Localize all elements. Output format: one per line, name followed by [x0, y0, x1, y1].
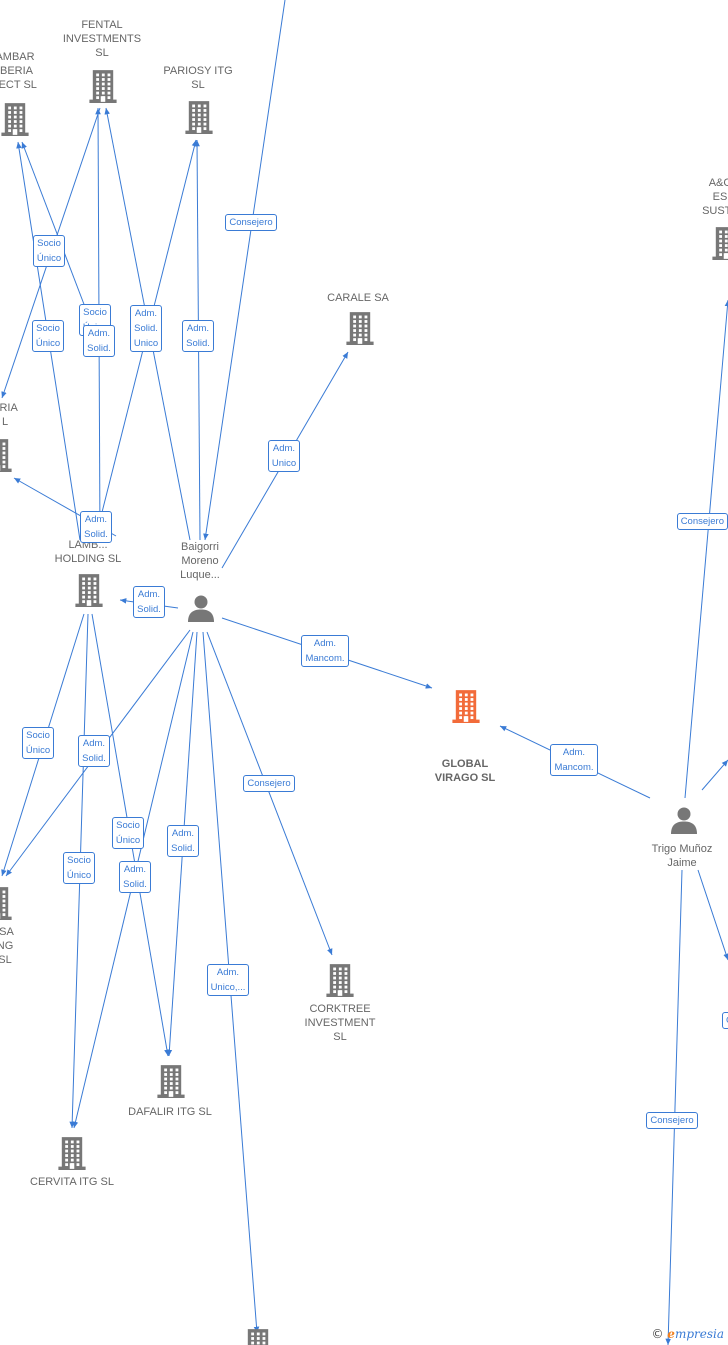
company-node-eria[interactable]: ERIA L [0, 401, 20, 429]
edge-label[interactable]: Adm. Unico [267, 440, 301, 472]
relationship-edge [697, 869, 728, 961]
edge-label[interactable]: Adm. Solid. [83, 325, 115, 357]
edge-label[interactable]: Adm. Solid. [182, 320, 214, 352]
relationship-edge [701, 759, 728, 791]
edge-label[interactable]: Adm. Solid. [167, 825, 199, 857]
company-node-cervita[interactable]: CERVITA ITG SL [12, 1175, 132, 1189]
edge-label[interactable]: Consejero [646, 1111, 698, 1129]
building-icon[interactable] [89, 69, 117, 108]
building-icon[interactable] [1, 102, 29, 141]
company-label: GLOBAL VIRAGO SL [434, 758, 496, 784]
edge-label[interactable]: Socio Único [111, 817, 145, 849]
company-node-pariosy[interactable]: PARIOSY ITG SL [148, 64, 248, 92]
edge-label[interactable]: Consejero [225, 213, 277, 231]
company-label: DAFALIR ITG SL [128, 1106, 212, 1118]
edge-label[interactable]: Adm. Unico,... [206, 964, 250, 996]
relationship-edge [206, 631, 333, 956]
person-icon[interactable] [187, 594, 215, 627]
building-icon[interactable] [452, 689, 480, 728]
company-node-lamb[interactable]: LAMB... HOLDING SL [38, 538, 138, 566]
brand-name: mpresia [674, 1327, 724, 1341]
edge-label[interactable]: Adm. Mancom. [550, 744, 598, 776]
edge-label[interactable]: Consejero [243, 774, 295, 792]
building-icon[interactable] [712, 226, 728, 265]
company-label: CARALE SA [327, 292, 389, 304]
building-icon[interactable] [0, 886, 12, 925]
edge-label[interactable]: Adm. Solid. [80, 511, 112, 543]
edge-label[interactable]: Socio Único [32, 235, 66, 267]
edge-label[interactable]: Adm. Solid. [78, 735, 110, 767]
company-label: A&C ES SUSTA [702, 177, 728, 217]
building-icon[interactable] [75, 573, 103, 612]
edge-label[interactable]: Adm. Solid. [133, 586, 165, 618]
company-label: CERVITA ITG SL [30, 1176, 114, 1188]
company-label: FENTAL INVESTMENTS SL [62, 19, 142, 59]
company-label: LAMB... HOLDING SL [54, 539, 122, 565]
company-label: ERIA L [0, 402, 18, 428]
relationship-edge [665, 869, 683, 1345]
company-node-dafalir[interactable]: DAFALIR ITG SL [110, 1105, 230, 1119]
edge-label[interactable]: Adm. Mancom. [301, 635, 349, 667]
edge-label[interactable]: Socio Único [21, 727, 55, 759]
person-label: Trigo Muñoz Jaime [651, 843, 713, 869]
company-label: ISA NG SL [0, 926, 14, 966]
building-icon[interactable] [185, 100, 213, 139]
edge-label[interactable]: Socio Único [62, 852, 96, 884]
relationship-edge [203, 0, 286, 541]
edge-label[interactable]: Socio Único [31, 320, 65, 352]
person-node-trigo[interactable]: Trigo Muñoz Jaime [637, 842, 727, 870]
company-node-carale[interactable]: CARALE SA [308, 291, 408, 305]
person-node-baigorri[interactable]: Baigorri Moreno Luque... [160, 540, 240, 582]
building-icon[interactable] [346, 311, 374, 350]
company-node-aco[interactable]: A&C ES SUSTA [690, 176, 728, 218]
company-label: CORKTREE INVESTMENT SL [304, 1003, 376, 1043]
building-icon[interactable] [157, 1064, 185, 1103]
company-label: PARIOSY ITG SL [163, 65, 233, 91]
building-icon[interactable] [326, 963, 354, 1002]
company-node-corktree[interactable]: CORKTREE INVESTMENT SL [290, 1002, 390, 1044]
building-icon[interactable] [244, 1328, 272, 1345]
empresia-watermark: © empresia [651, 1327, 724, 1341]
edge-label[interactable]: Consejero [722, 1012, 728, 1029]
edge-label[interactable]: Consejero [676, 512, 728, 530]
brand-initial: e [667, 1327, 675, 1341]
person-icon[interactable] [670, 806, 698, 839]
company-node-global-virago[interactable]: GLOBAL VIRAGO SL [415, 757, 515, 785]
edge-label[interactable]: Adm. Solid. [119, 861, 151, 893]
building-icon[interactable] [58, 1136, 86, 1175]
relationship-edge [21, 141, 91, 321]
person-label: Baigorri Moreno Luque... [180, 541, 220, 581]
building-icon[interactable] [0, 438, 12, 477]
copyright-symbol: © [651, 1327, 664, 1341]
company-node-fental[interactable]: FENTAL INVESTMENTS SL [52, 18, 152, 60]
company-node-ambar[interactable]: AMBAR IBERIA JECT SL [0, 50, 52, 92]
relationship-edge [684, 299, 728, 799]
company-label: AMBAR IBERIA JECT SL [0, 51, 37, 91]
company-node-isa[interactable]: ISA NG SL [0, 925, 20, 967]
edge-label[interactable]: Adm. Solid. Unico [129, 304, 163, 352]
